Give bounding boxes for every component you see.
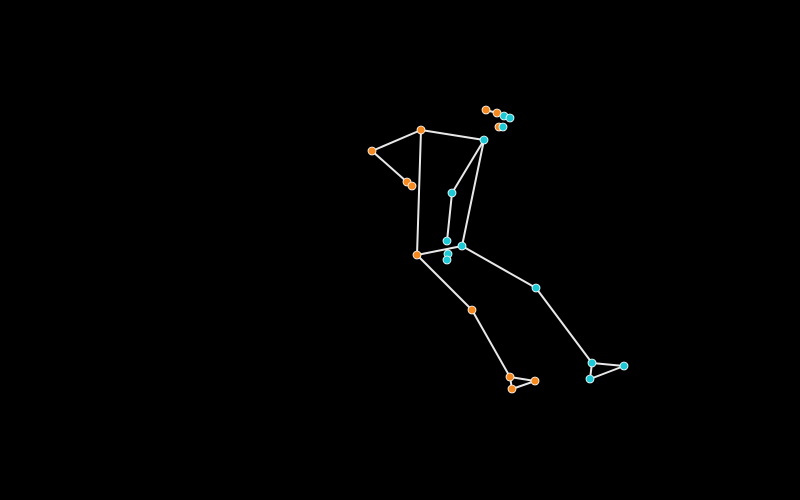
joint-foot-right-heel	[585, 374, 595, 384]
bone-foot-right-toe-to-foot-right-heel	[589, 365, 625, 380]
bone-shoulder-right-to-hip-right	[461, 139, 485, 247]
joint-shoulder-left	[416, 125, 426, 135]
joint-elbow-left	[367, 146, 377, 156]
bone-hip-left-to-hip-right	[416, 245, 463, 256]
joint-hip-left	[412, 250, 422, 260]
bone-ankle-right-to-foot-right-toe	[591, 362, 625, 367]
joint-shoulder-right	[479, 135, 489, 145]
joint-hip-right	[457, 241, 467, 251]
bone-shoulder-right-to-elbow-right	[451, 139, 485, 194]
bone-elbow-left-to-wrist-left-a	[371, 150, 408, 183]
joint-wrist-left-b	[407, 181, 417, 191]
joint-knee-right	[531, 283, 541, 293]
joint-knee-left	[467, 305, 477, 315]
joint-foot-left-heel	[507, 384, 517, 394]
joint-head-right-3	[498, 122, 508, 132]
bone-knee-left-to-ankle-left	[471, 309, 511, 378]
joint-head-left-1	[481, 105, 491, 115]
bone-hip-right-to-knee-right	[461, 245, 537, 289]
bone-hip-left-to-knee-left	[416, 254, 473, 311]
bone-shoulder-left-to-shoulder-right	[420, 129, 485, 141]
joint-wrist-right-a	[442, 236, 452, 246]
joint-wrist-right-c	[442, 255, 452, 265]
skeleton-joints	[367, 105, 629, 394]
joint-elbow-right	[447, 188, 457, 198]
joint-foot-right-toe	[619, 361, 629, 371]
bone-knee-right-to-ankle-right	[535, 287, 593, 364]
bone-shoulder-left-to-elbow-left	[371, 129, 422, 152]
joint-ankle-right	[587, 358, 597, 368]
joint-ankle-left	[505, 372, 515, 382]
joint-foot-left-toe	[530, 376, 540, 386]
joint-head-right-2	[505, 113, 515, 123]
bone-elbow-right-to-wrist-right-a	[446, 192, 453, 242]
bone-shoulder-left-to-hip-left	[416, 129, 422, 256]
